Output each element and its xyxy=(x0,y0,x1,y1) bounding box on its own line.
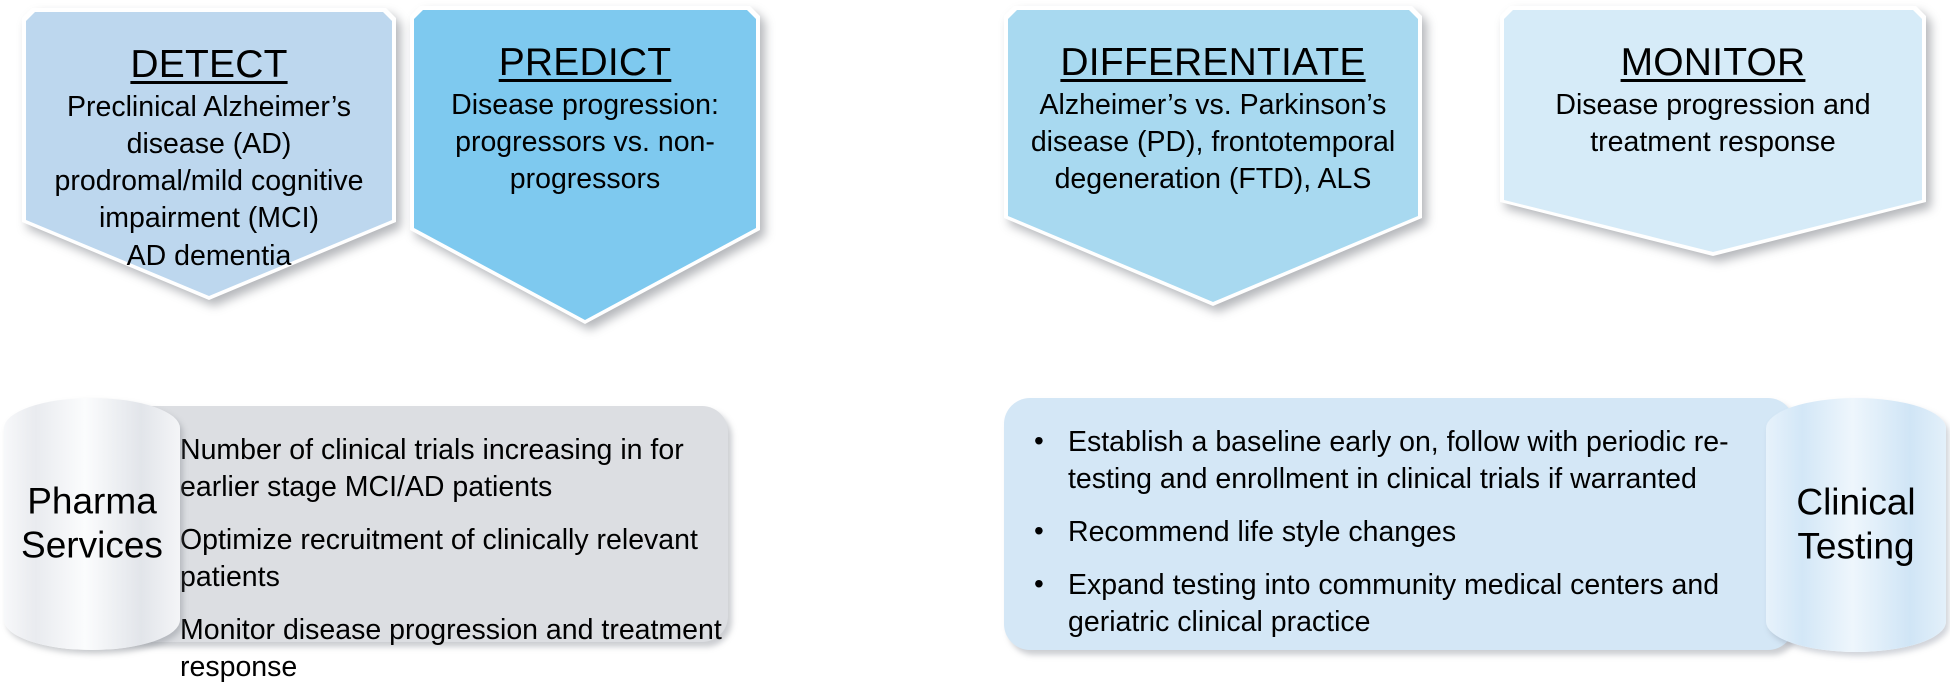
banner-detect-body: Preclinical Alzheimer’s disease (AD) pro… xyxy=(48,89,370,274)
clinical-label-line-2: Testing xyxy=(1797,526,1915,567)
diagram-canvas: DETECT Preclinical Alzheimer’s disease (… xyxy=(4,6,1946,684)
list-item[interactable]: • Recommend life style changes xyxy=(1028,514,1740,551)
banner-detect[interactable]: DETECT Preclinical Alzheimer’s disease (… xyxy=(22,8,396,300)
bullet-icon: • xyxy=(1034,515,1044,547)
list-item[interactable]: • Expand testing into community medical … xyxy=(1028,567,1740,641)
banner-monitor-fill xyxy=(1504,10,1922,252)
banner-predict-line-1: Disease progression: xyxy=(451,89,719,122)
banner-differentiate[interactable]: DIFFERENTIATE Alzheimer’s vs. Parkinson’… xyxy=(1004,6,1422,306)
banner-differentiate-line-3: degeneration (FTD), ALS xyxy=(1054,163,1372,196)
banner-predict-text: PREDICT Disease progression: progressors… xyxy=(410,6,760,198)
bullet-icon: • xyxy=(1034,568,1044,600)
banner-monitor-line-2: treatment response xyxy=(1590,126,1836,159)
pharma-bullet-text-2: Optimize recruitment of clinically relev… xyxy=(180,524,698,594)
pharma-label-line-2: Services xyxy=(21,525,163,566)
pharma-bullet-text-3: Monitor disease progression and treatmen… xyxy=(180,614,722,684)
list-item[interactable]: • Monitor disease progression and treatm… xyxy=(140,612,726,686)
banner-detect-line-1: Preclinical Alzheimer’s xyxy=(66,91,352,124)
banner-predict-line-3: progressors xyxy=(509,163,661,196)
banner-monitor-line-1: Disease progression and xyxy=(1555,89,1871,122)
banner-detect-line-2: disease (AD) xyxy=(126,128,292,161)
banner-predict-body: Disease progression: progressors vs. non… xyxy=(436,87,734,198)
list-item[interactable]: • Number of clinical trials increasing i… xyxy=(140,432,726,506)
pharma-bullet-text-1: Number of clinical trials increasing in … xyxy=(180,434,684,504)
banner-detect-line-4: impairment (MCI) xyxy=(98,202,320,235)
clinical-label-line-1: Clinical xyxy=(1796,481,1916,523)
banner-differentiate-line-1: Alzheimer’s vs. Parkinson’s xyxy=(1039,89,1387,122)
banner-detect-text: DETECT Preclinical Alzheimer’s disease (… xyxy=(22,8,396,275)
banner-predict-title: PREDICT xyxy=(498,41,672,84)
banner-detect-line-5: AD dementia xyxy=(126,239,292,272)
bullet-icon: • xyxy=(1034,425,1044,456)
banner-predict-line-2: progressors vs. non- xyxy=(455,126,715,159)
banner-differentiate-text: DIFFERENTIATE Alzheimer’s vs. Parkinson’… xyxy=(1004,6,1422,198)
banner-predict[interactable]: PREDICT Disease progression: progressors… xyxy=(410,6,760,324)
banner-monitor-body: Disease progression and treatment respon… xyxy=(1526,87,1900,161)
clinical-bullet-text-3: Expand testing into community medical ce… xyxy=(1068,569,1720,639)
banner-monitor-title: MONITOR xyxy=(1620,41,1806,84)
clinical-testing-label: Clinical Testing xyxy=(1766,481,1946,570)
banner-monitor[interactable]: MONITOR Disease progression and treatmen… xyxy=(1500,6,1926,256)
clinical-testing-panel[interactable] xyxy=(1004,398,1794,650)
banner-differentiate-title: DIFFERENTIATE xyxy=(1060,41,1366,84)
pharma-services-cylinder[interactable]: Pharma Services xyxy=(4,398,180,650)
clinical-bullet-text-2: Recommend life style changes xyxy=(1068,516,1457,549)
list-item[interactable]: • Optimize recruitment of clinically rel… xyxy=(140,522,726,596)
banner-differentiate-line-2: disease (PD), frontotemporal xyxy=(1030,126,1396,159)
list-item[interactable]: • Establish a baseline early on, follow … xyxy=(1028,424,1740,498)
clinical-bullet-list: • Establish a baseline early on, follow … xyxy=(1028,424,1740,641)
banner-detect-title: DETECT xyxy=(130,43,288,86)
banner-monitor-text: MONITOR Disease progression and treatmen… xyxy=(1500,6,1926,161)
clinical-testing-cylinder[interactable]: Clinical Testing xyxy=(1766,398,1946,652)
banner-detect-line-3: prodromal/mild cognitive xyxy=(54,165,364,198)
pharma-label-line-1: Pharma xyxy=(27,480,157,522)
clinical-bullet-text-1: Establish a baseline early on, follow wi… xyxy=(1068,426,1729,496)
pharma-bullet-list: • Number of clinical trials increasing i… xyxy=(140,432,726,686)
banner-differentiate-body: Alzheimer’s vs. Parkinson’s disease (PD)… xyxy=(1030,87,1396,198)
pharma-services-label: Pharma Services xyxy=(4,480,180,569)
